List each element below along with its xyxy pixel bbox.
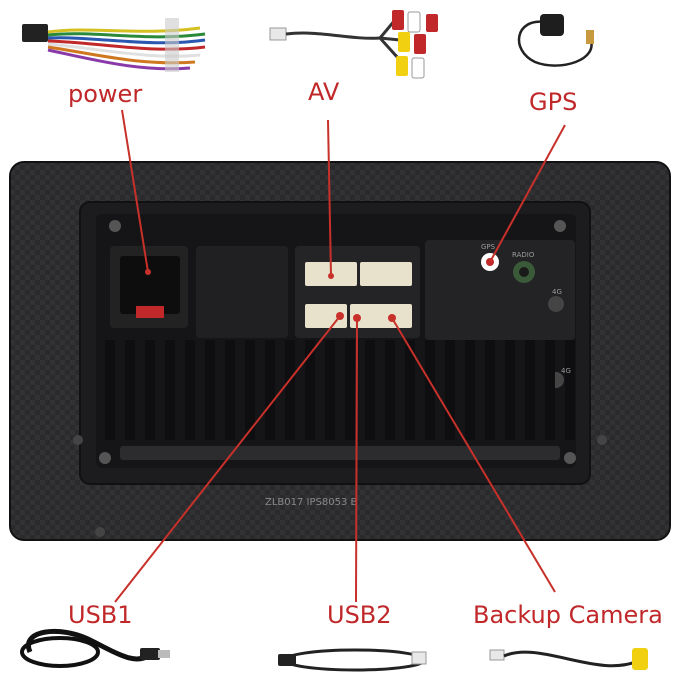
usb2-callout-line (355, 317, 358, 603)
4g-port-marking-top: 4G (552, 288, 562, 296)
power-label: power (68, 80, 143, 108)
gps-callout-line (489, 124, 566, 263)
av-callout-line (327, 119, 332, 277)
head-unit: GPS RADIO 4G 4G ZLB017 IPS8053 B (9, 161, 671, 541)
usb1-cable-image (20, 628, 170, 668)
av-cable-image (269, 10, 438, 79)
callout-lines (114, 109, 566, 603)
usb1-callout-line (114, 315, 341, 603)
gps-antenna-image (517, 14, 594, 67)
radio-port-marking: RADIO (512, 251, 535, 259)
backup-camera-callout-line (391, 317, 556, 593)
gps-port-marking: GPS (481, 243, 496, 251)
power-callout-line (121, 109, 149, 273)
backup-camera-label: Backup Camera (473, 601, 663, 629)
serial-marking: ZLB017 IPS8053 B (265, 497, 358, 508)
usb2-label: USB2 (327, 601, 392, 629)
heatsink-fins (105, 340, 575, 440)
4g-port-marking-bottom: 4G (561, 367, 571, 375)
power-harness-image (22, 18, 206, 72)
backup-camera-cable-image (489, 648, 648, 670)
av-label: AV (308, 78, 340, 106)
callout-dots (145, 269, 396, 322)
usb1-label: USB1 (68, 601, 133, 629)
gps-label: GPS (529, 88, 578, 116)
usb2-cable-image (278, 648, 427, 672)
